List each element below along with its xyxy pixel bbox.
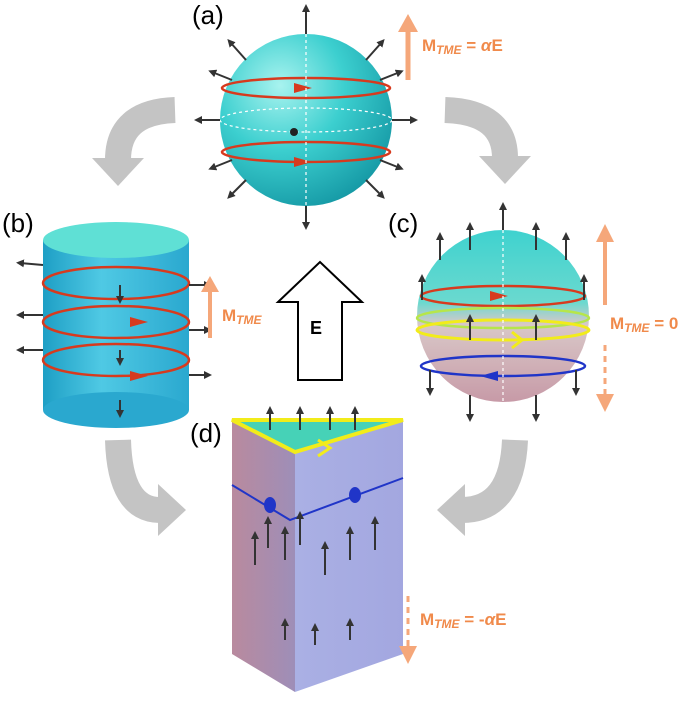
sphere-a <box>194 4 418 230</box>
magnetization-arrow-a <box>398 14 418 80</box>
cylinder-b <box>16 222 212 428</box>
magnetization-arrow-c-up <box>596 224 614 305</box>
m-tme-label-c: MTME = 0 <box>610 314 678 335</box>
m-eq: = 0 <box>649 314 679 333</box>
m-symbol: M <box>420 610 435 629</box>
m-symbol: M <box>422 36 437 55</box>
m-symbol: M <box>610 314 625 333</box>
m-eq: = - <box>459 610 485 629</box>
transition-arrow-c-to-d <box>437 439 528 536</box>
m-tme-label-b: MTME <box>222 306 262 327</box>
m-tme-label-d: MTME = -αE <box>420 610 506 631</box>
field-symbol: E <box>491 36 503 55</box>
transition-arrow-a-to-c <box>444 97 531 184</box>
electric-field-label: E <box>310 318 323 338</box>
panel-label-b: (b) <box>2 208 34 238</box>
panel-label-a: (a) <box>192 0 224 30</box>
m-subscript: TME <box>236 313 262 327</box>
magnetization-arrow-b <box>201 276 219 338</box>
transition-arrow-b-to-d <box>105 439 186 536</box>
m-subscript: TME <box>436 43 462 57</box>
magnetization-arrow-d <box>399 596 417 664</box>
m-symbol: M <box>222 306 237 325</box>
m-subscript: TME <box>434 617 460 631</box>
m-subscript: TME <box>624 321 650 335</box>
transition-arrow-a-to-b <box>92 97 176 186</box>
alpha-symbol: α <box>480 36 492 55</box>
alpha-symbol: α <box>484 610 496 629</box>
panel-label-c: (c) <box>388 208 419 238</box>
magnetization-arrow-c-down <box>596 345 614 412</box>
m-tme-label-a: MTME = αE <box>422 36 503 57</box>
panel-label-d: (d) <box>190 418 222 448</box>
electric-field-arrow <box>275 260 365 381</box>
sphere-c <box>415 202 591 422</box>
field-symbol: E <box>495 610 507 629</box>
prism-d <box>231 406 404 692</box>
m-eq: = <box>461 36 481 55</box>
